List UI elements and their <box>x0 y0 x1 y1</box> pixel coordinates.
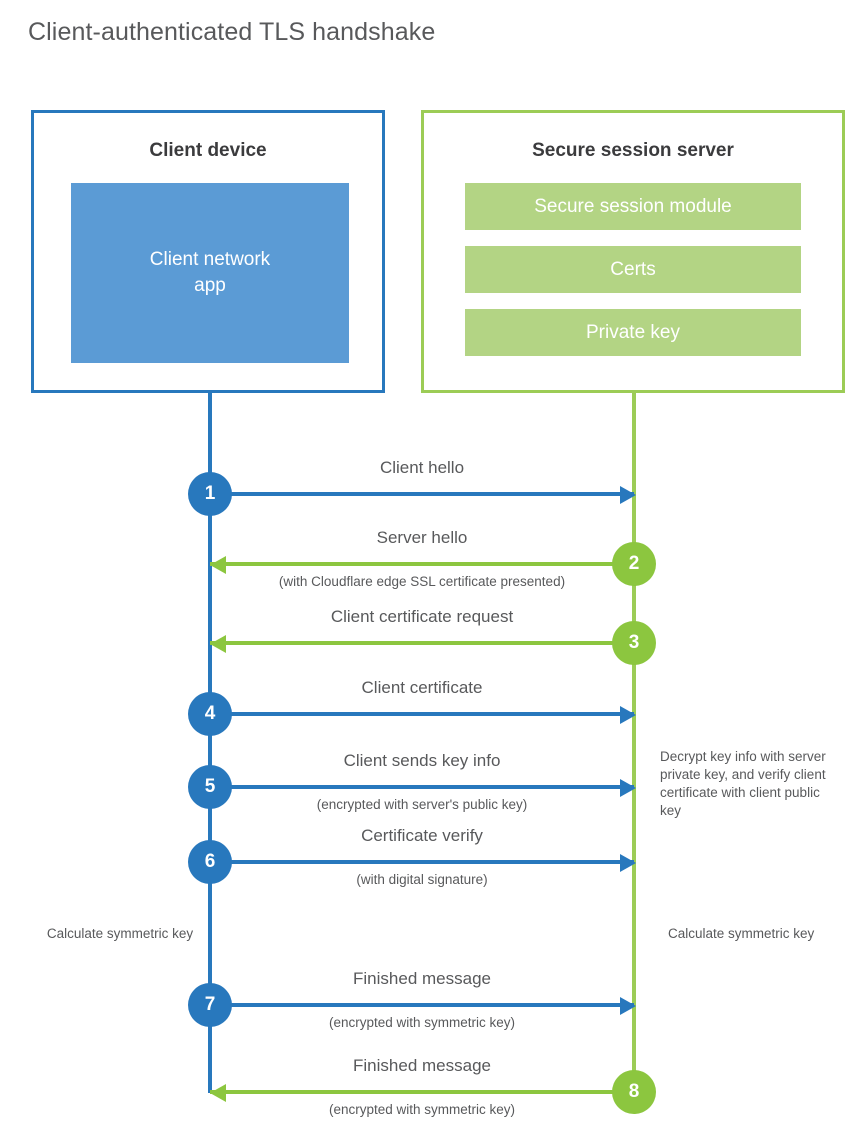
arrow-head-icon-4 <box>620 706 636 724</box>
message-sublabel-8: (encrypted with symmetric key) <box>328 1102 516 1117</box>
secure-session-server-title: Secure session server <box>532 140 734 161</box>
message-sublabel-6: (with digital signature) <box>356 872 488 887</box>
arrow-head-icon-6 <box>620 854 636 872</box>
step-circle-5: 5 <box>188 765 232 809</box>
message-arrow-line-3 <box>210 641 634 645</box>
message-arrow-line-7 <box>210 1003 634 1007</box>
arrow-head-icon-5 <box>620 779 636 797</box>
arrow-head-icon-3 <box>210 635 226 653</box>
step-circle-8: 8 <box>612 1070 656 1114</box>
message-label-1: Client hello <box>379 458 465 477</box>
arrow-head-icon-2 <box>210 556 226 574</box>
message-arrow-line-5 <box>210 785 634 789</box>
secure-session-server-box: Secure session server Secure session mod… <box>421 110 845 393</box>
step-circle-2: 2 <box>612 542 656 586</box>
message-label-3: Client certificate request <box>330 607 514 626</box>
server-bar-secure-session-module: Secure session module <box>465 183 801 230</box>
message-arrow-line-1 <box>210 492 634 496</box>
server-lifeline <box>632 393 636 1092</box>
message-arrow-line-2 <box>210 562 634 566</box>
annotation-client-calculate-symmetric-key: Calculate symmetric key <box>46 926 194 941</box>
client-lifeline <box>208 393 212 1093</box>
message-label-7: Finished message <box>353 969 491 988</box>
client-app-label-line1: Client network <box>149 249 271 271</box>
client-device-box: Client device Client network app <box>31 110 385 393</box>
client-network-app-block: Client network app <box>71 183 349 363</box>
arrow-head-icon-1 <box>620 486 636 504</box>
message-sublabel-5: (encrypted with server's public key) <box>316 797 528 812</box>
step-circle-3: 3 <box>612 621 656 665</box>
message-sublabel-2: (with Cloudflare edge SSL certificate pr… <box>278 574 566 589</box>
client-app-label-line2: app <box>194 275 226 296</box>
arrow-head-icon-8 <box>210 1084 226 1102</box>
step-circle-4: 4 <box>188 692 232 736</box>
message-label-8: Finished message <box>353 1056 491 1075</box>
client-network-app-label: Client network app <box>150 247 270 298</box>
message-arrow-line-4 <box>210 712 634 716</box>
message-arrow-line-8 <box>210 1090 634 1094</box>
server-bar-certs: Certs <box>465 246 801 293</box>
arrow-head-icon-7 <box>620 997 636 1015</box>
message-sublabel-7: (encrypted with symmetric key) <box>328 1015 516 1030</box>
message-label-2: Server hello <box>376 528 468 547</box>
message-arrow-line-6 <box>210 860 634 864</box>
page-title: Client-authenticated TLS handshake <box>28 18 436 46</box>
message-label-4: Client certificate <box>361 678 483 697</box>
step-circle-6: 6 <box>188 840 232 884</box>
annotation-server-decrypt: Decrypt key info with server private key… <box>660 749 826 818</box>
message-label-6: Certificate verify <box>361 826 483 845</box>
step-circle-7: 7 <box>188 983 232 1027</box>
server-bar-private-key: Private key <box>465 309 801 356</box>
message-label-5: Client sends key info <box>343 751 501 770</box>
step-circle-1: 1 <box>188 472 232 516</box>
annotation-server-calculate-symmetric-key: Calculate symmetric key <box>668 926 815 941</box>
client-device-title: Client device <box>149 140 267 161</box>
